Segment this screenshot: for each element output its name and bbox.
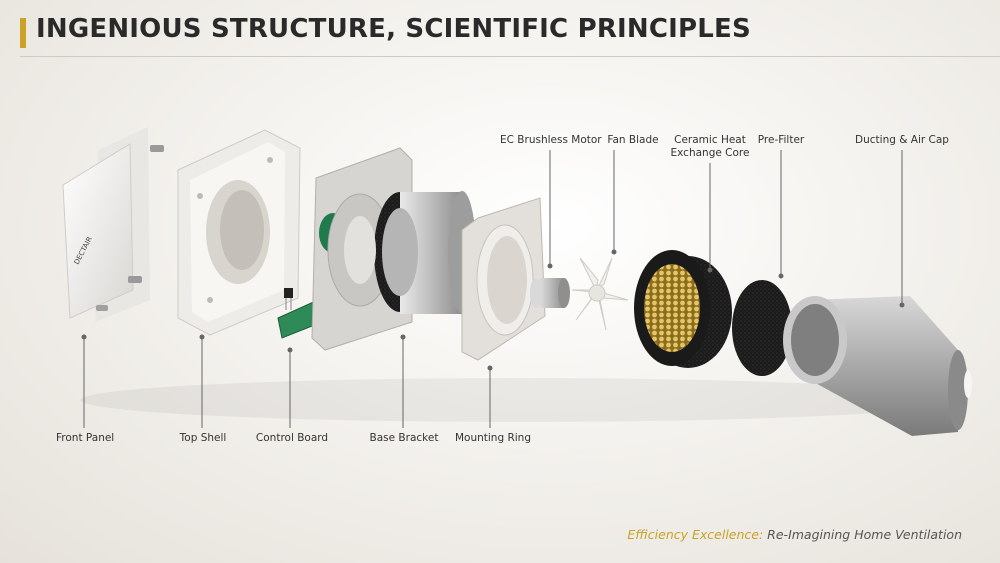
ec-motor-part: [530, 278, 570, 308]
page-title: INGENIOUS STRUCTURE, SCIENTIFIC PRINCIPL…: [36, 14, 751, 44]
pre-filter-part: [732, 280, 792, 376]
label-control-board: Control Board: [255, 432, 329, 444]
label-ceramic-core: Ceramic Heat Exchange Core: [670, 134, 750, 160]
label-ec-motor: EC Brushless Motor: [500, 134, 602, 146]
ducting-part: [783, 296, 972, 436]
label-base-bracket: Base Bracket: [369, 432, 439, 444]
label-top-shell: Top Shell: [179, 432, 227, 444]
top-shell-part: [177, 129, 301, 336]
label-front-panel: Front Panel: [56, 432, 115, 444]
title-divider: [20, 56, 1000, 57]
base-bracket-part: [311, 147, 476, 351]
footer-text: Re-Imagining Home Ventilation: [763, 527, 962, 542]
ceramic-core-part: [634, 250, 732, 368]
label-fan-blade: Fan Blade: [607, 134, 659, 146]
label-pre-filter: Pre-Filter: [757, 134, 805, 146]
footer-accent: Efficiency Excellence:: [627, 527, 764, 542]
mounting-ring-part: [461, 197, 546, 361]
footer-tagline: Efficiency Excellence: Re-Imagining Home…: [627, 527, 962, 542]
front-panel-part: DECTAIR: [62, 127, 164, 322]
floor-shadow: [80, 378, 960, 422]
label-ceramic-core-line1: Ceramic Heat: [674, 134, 746, 146]
label-ducting: Ducting & Air Cap: [855, 134, 949, 146]
leader-lines: [81, 150, 905, 428]
fan-blade-part: [571, 257, 629, 331]
title-accent-bar: [20, 18, 26, 48]
label-mounting-ring: Mounting Ring: [454, 432, 532, 444]
label-ceramic-core-line2: Exchange Core: [670, 147, 750, 159]
